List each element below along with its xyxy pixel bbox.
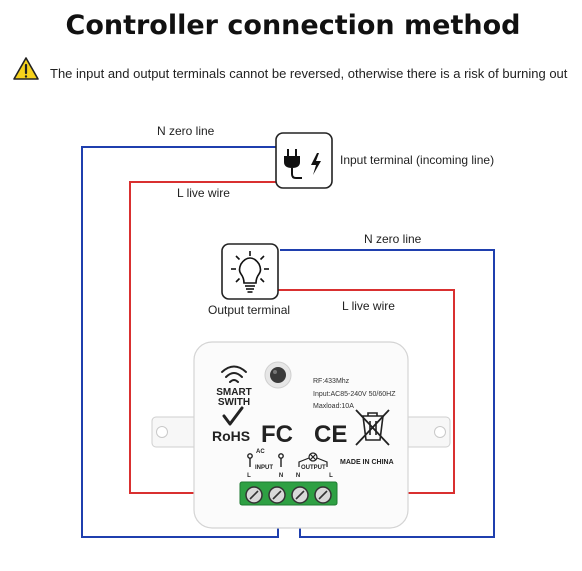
rohs-mark: RoHS	[212, 428, 250, 444]
terminal-screw-1[interactable]	[245, 486, 263, 504]
output-label: OUTPUT	[301, 465, 326, 471]
wifi-icon	[221, 365, 247, 383]
terminal-label-1: L	[247, 473, 251, 479]
input-terminal-label: Input terminal (incoming line)	[340, 153, 494, 167]
output-terminal-label: Output terminal	[208, 303, 290, 317]
terminal-screw-2[interactable]	[268, 486, 286, 504]
warning-triangle-icon	[13, 57, 39, 80]
made-in-label: MADE IN CHINA	[340, 459, 394, 466]
input-label: INPUT	[255, 465, 273, 471]
input-live-label: L live wire	[177, 186, 230, 200]
terminal-label-2: N	[279, 473, 283, 479]
page-title: Controller connection method	[66, 10, 521, 41]
spec-input: Input:AC85-240V 50/60HZ	[313, 391, 396, 398]
input-live-wire	[129, 181, 276, 494]
light-bulb-icon	[231, 251, 269, 293]
brand-line-2: SWITH	[218, 397, 250, 408]
smart-switch-device: SMART SWITH RF:433Mhz Input:AC85-240V 50…	[151, 341, 451, 529]
weee-bin-icon	[355, 409, 390, 446]
warning-text: The input and output terminals cannot be…	[50, 66, 568, 81]
terminal-screws	[245, 486, 332, 504]
mounting-tab-left	[151, 416, 201, 448]
output-neutral-label: N zero line	[364, 232, 422, 246]
terminal-screw-3[interactable]	[291, 486, 309, 504]
plug-lightning-icon	[284, 149, 321, 179]
output-live-label: L live wire	[342, 299, 395, 313]
ac-label: AC	[256, 449, 265, 455]
terminal-label-3: N	[296, 473, 300, 479]
mounting-tab-right	[401, 416, 451, 448]
input-neutral-label: N zero line	[157, 124, 215, 138]
terminal-label-4: L	[329, 473, 333, 479]
fc-mark: FC	[261, 421, 293, 448]
terminal-screw-4[interactable]	[314, 486, 332, 504]
checkmark-icon	[222, 406, 244, 426]
lamp-symbol-icon	[298, 452, 328, 467]
ce-mark: CE	[314, 421, 347, 448]
terminal-block	[239, 481, 338, 506]
input-terminal-symbols	[247, 453, 284, 467]
output-terminal-box	[221, 243, 279, 300]
pairing-button[interactable]	[264, 361, 292, 389]
input-terminal-box	[275, 132, 333, 189]
brand-line-1: SMART	[216, 387, 252, 398]
spec-load: Maxload:10A	[313, 403, 354, 410]
spec-rf: RF:433Mhz	[313, 378, 350, 385]
